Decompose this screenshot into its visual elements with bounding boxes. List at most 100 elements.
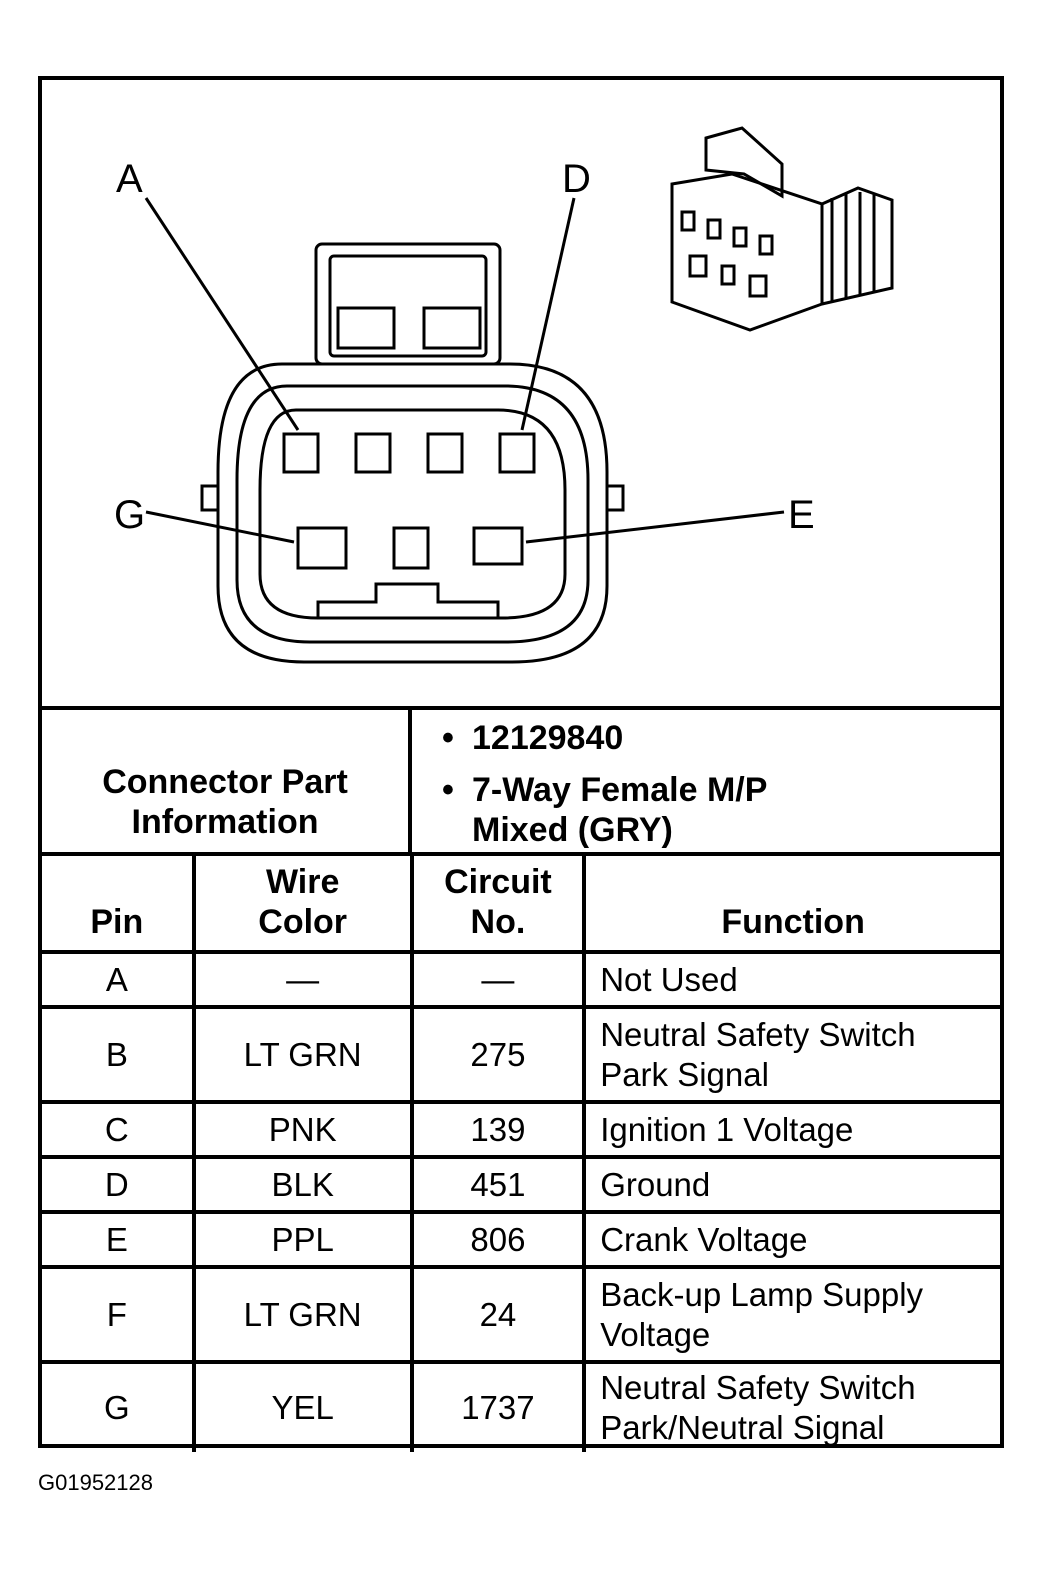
leader-line-g [145, 510, 295, 544]
iso-latch [704, 126, 784, 199]
cavity-c [426, 432, 464, 474]
iso-cavity-6 [720, 264, 736, 286]
cell-pin: D [42, 1155, 196, 1214]
header-wire-color: Wire Color [191, 856, 414, 954]
cell-circuit: 275 [409, 1005, 587, 1104]
cell-pin: A [42, 950, 196, 1009]
part-number: 12129840 [442, 718, 623, 758]
iso-cavity-5 [688, 254, 708, 278]
table-row: C PNK 139 Ignition 1 Voltage [42, 1100, 1000, 1159]
cell-circuit: — [409, 950, 587, 1009]
cell-function-line1: Back-up Lamp Supply [600, 1275, 924, 1313]
cavity-f [392, 526, 430, 570]
iso-cavity-1 [680, 210, 696, 232]
key-right [605, 484, 625, 512]
pinout-table: Pin Wire Color Circuit No. Function A — … [42, 856, 1000, 1452]
cavity-a [282, 432, 320, 474]
table-row: E PPL 806 Crank Voltage [42, 1210, 1000, 1269]
connector-part-info-label: Connector Part Information [42, 710, 412, 852]
cell-wire-color: PNK [191, 1100, 414, 1159]
cell-circuit: 139 [409, 1100, 587, 1159]
cell-function-line1: Ignition 1 Voltage [600, 1110, 854, 1148]
cell-wire-color: — [191, 950, 414, 1009]
cell-function: Neutral Safety Switch Park Signal [582, 1005, 1000, 1104]
header-wire-color-line1: Wire [265, 863, 340, 901]
header-circuit-no: Circuit No. [409, 856, 587, 954]
cavity-d [498, 432, 536, 474]
connector-part-info-values: 12129840 7-Way Female M/P Mixed (GRY) [412, 710, 1000, 852]
table-header-row: Pin Wire Color Circuit No. Function [42, 856, 1000, 954]
cavity-g [296, 526, 348, 570]
cell-pin: B [42, 1005, 196, 1104]
cell-function: Ignition 1 Voltage [582, 1100, 1000, 1159]
cell-pin: G [42, 1360, 196, 1452]
keying-step [316, 582, 500, 618]
cell-function-line1: Not Used [600, 960, 738, 998]
housing-outer [216, 362, 609, 664]
info-label-line2: Information [131, 803, 319, 841]
housing-rim [235, 384, 590, 644]
latch-outer [314, 242, 502, 366]
figure-id: G01952128 [38, 1470, 153, 1495]
cell-pin: C [42, 1100, 196, 1159]
connector-part-info: Connector Part Information 12129840 7-Wa… [42, 706, 1000, 856]
cell-function: Neutral Safety Switch Park/Neutral Signa… [582, 1360, 1000, 1452]
pin-callout-g: G [114, 493, 145, 537]
iso-cavity-3 [732, 226, 748, 248]
cell-circuit: 806 [409, 1210, 587, 1269]
leader-line-d [520, 197, 576, 431]
cell-circuit: 451 [409, 1155, 587, 1214]
header-circuit-line2: No. [470, 903, 526, 941]
table-row: G YEL 1737 Neutral Safety Switch Park/Ne… [42, 1360, 1000, 1452]
table-row: D BLK 451 Ground [42, 1155, 1000, 1214]
iso-cavity-7 [748, 274, 768, 298]
connector-diagram: A D G E [42, 80, 1000, 706]
cell-function-line1: Neutral Safety Switch [600, 1369, 916, 1406]
header-wire-color-line2: Color [258, 903, 348, 941]
iso-cavity-2 [706, 218, 722, 240]
iso-ribs [830, 192, 876, 302]
connector-description-line1: 7-Way Female M/P [442, 770, 767, 810]
cell-function: Crank Voltage [582, 1210, 1000, 1269]
key-left [200, 484, 220, 512]
cavity-e [472, 526, 524, 566]
cell-circuit: 24 [409, 1265, 587, 1364]
cell-wire-color: YEL [191, 1360, 414, 1452]
pin-callout-e: E [788, 493, 815, 537]
cell-function-line1: Neutral Safety Switch [600, 1015, 916, 1053]
leader-line-e [525, 510, 785, 544]
iso-body-front [670, 172, 824, 332]
connector-isometric-drawing [670, 126, 894, 332]
pin-callout-d: D [562, 157, 591, 201]
cell-wire-color: LT GRN [191, 1265, 414, 1364]
iso-cavity-4 [758, 234, 774, 256]
info-label-line1: Connector Part [102, 763, 348, 801]
connector-figure: A D G E Connector Part [38, 76, 1004, 1452]
table-row: F LT GRN 24 Back-up Lamp Supply Voltage [42, 1265, 1000, 1364]
housing-face [258, 408, 567, 620]
cell-function-line1: Ground [600, 1165, 711, 1203]
cell-function: Ground [582, 1155, 1000, 1214]
latch-tab-right [422, 306, 482, 350]
table-row: A — — Not Used [42, 950, 1000, 1009]
cell-wire-color: LT GRN [191, 1005, 414, 1104]
table-row: B LT GRN 275 Neutral Safety Switch Park … [42, 1005, 1000, 1104]
cell-wire-color: BLK [191, 1155, 414, 1214]
cell-wire-color: PPL [191, 1210, 414, 1269]
iso-body-side [821, 186, 894, 306]
cell-circuit: 1737 [409, 1360, 587, 1452]
header-pin: Pin [42, 856, 196, 954]
cell-function-line2: Park/Neutral Signal [600, 1409, 885, 1446]
cavity-b [354, 432, 392, 474]
cell-pin: F [42, 1265, 196, 1364]
cell-function-line2: Park Signal [600, 1055, 769, 1093]
leader-line-a [144, 197, 300, 431]
connector-face-drawing [144, 197, 785, 664]
pin-callout-a: A [116, 157, 143, 201]
cell-pin: E [42, 1210, 196, 1269]
latch-inner [328, 254, 488, 358]
connector-description-line2: Mixed (GRY) [472, 811, 673, 849]
cell-function-line2: Voltage [600, 1315, 711, 1353]
cell-function-line1: Crank Voltage [600, 1220, 808, 1258]
latch-tab-left [336, 306, 396, 350]
